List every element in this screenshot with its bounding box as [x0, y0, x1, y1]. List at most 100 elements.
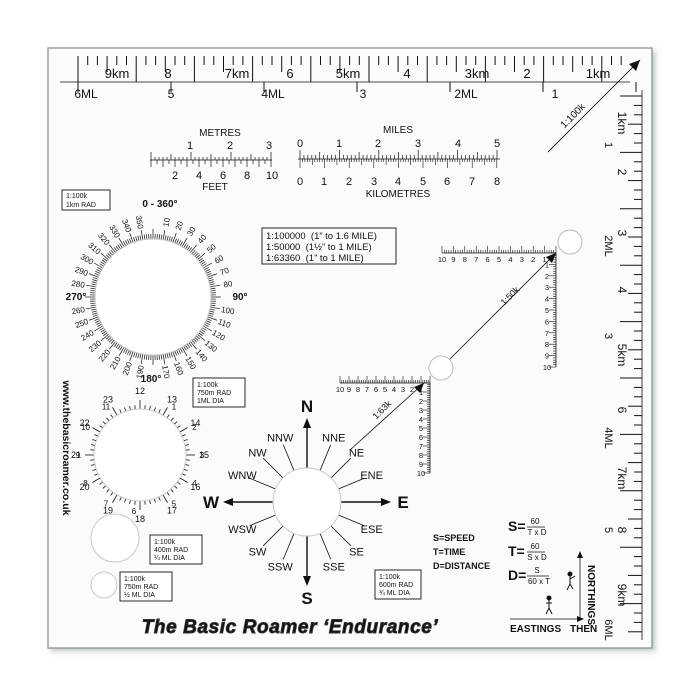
- protractor-tick: [193, 338, 198, 343]
- feet-tick: 6: [220, 170, 226, 182]
- romer-h-label: 10: [438, 255, 446, 264]
- compass-ray: [330, 525, 352, 547]
- miles-tick: 5: [494, 138, 500, 150]
- compass-cutout: [272, 467, 342, 537]
- clock-tick: [91, 464, 96, 466]
- protractor-tick: [210, 304, 216, 307]
- small-circle-1-line: 1:100k: [154, 539, 176, 546]
- brand-title: The Basic Roamer ‘Endurance’: [142, 617, 439, 638]
- clock-ticks: [85, 400, 195, 510]
- protractor-tick: [209, 283, 215, 286]
- protractor-tick: [176, 239, 179, 245]
- protractor-tick: [181, 347, 188, 357]
- top-ml-label: 4ML: [261, 87, 285, 101]
- km-tick: 3: [371, 176, 377, 188]
- protractor-tick: [193, 251, 198, 256]
- protractor-tick: [100, 261, 106, 265]
- protractor-tick: [204, 323, 209, 327]
- protractor-tick: [203, 262, 213, 269]
- small-circle-2: 1:100k 750m RAD ½ ML DIA: [90, 571, 173, 602]
- protractor-tick: [174, 350, 177, 356]
- protractor-degree-label: 250: [74, 317, 90, 330]
- clock-tick: [92, 427, 101, 433]
- compass-point-label: ENE: [360, 470, 383, 482]
- protractor-box-line: 1:100k: [66, 193, 88, 200]
- protractor-tick: [168, 236, 171, 242]
- miles-tick: 2: [375, 138, 381, 150]
- romer-v-label: 6: [419, 433, 423, 442]
- protractor-tick: [135, 352, 138, 358]
- protractor-tick: [162, 229, 166, 240]
- protractor-tick: [129, 238, 132, 244]
- protractor-tick: [172, 232, 177, 243]
- metres-title: METRES: [199, 128, 241, 139]
- clock-tick: [166, 491, 170, 496]
- protractor-tick: [95, 320, 101, 323]
- compass-ray: [249, 514, 276, 527]
- protractor-tick: [166, 353, 169, 359]
- protractor-tick: [160, 234, 163, 240]
- protractor-top-label: 0 - 360°: [142, 199, 177, 210]
- protractor-tick: [146, 234, 148, 240]
- protractor-tick: [202, 327, 207, 331]
- protractor-tick: [195, 335, 201, 340]
- clock-tick: [124, 407, 127, 412]
- romer-v-label: 8: [419, 451, 423, 460]
- protractor-tick: [95, 271, 101, 274]
- protractor-tick: [164, 235, 167, 241]
- clock-outer-label: 23: [103, 395, 113, 405]
- clock-tick: [92, 439, 97, 442]
- clock-tick: [176, 425, 181, 429]
- romer-50k-ticks: [441, 246, 557, 368]
- compass-ray: [319, 444, 332, 471]
- compass-point-label: NW: [248, 448, 267, 460]
- clock-outer-label: 21: [71, 450, 81, 460]
- protractor-tick: [99, 263, 104, 267]
- clock-tick: [102, 421, 107, 425]
- protractor-tick: [113, 247, 118, 252]
- protractor-tick: [188, 247, 193, 252]
- small-circle-1-line: 400m RAD: [154, 547, 188, 554]
- formula-d-top: S: [534, 566, 539, 575]
- romer-h-label: 9: [347, 385, 351, 394]
- clock-inner-label: 1: [172, 403, 177, 412]
- clock-tick: [173, 485, 178, 489]
- protractor-tick: [146, 354, 148, 360]
- protractor-tick: [200, 261, 206, 265]
- compass-point-label: WSW: [228, 524, 257, 536]
- compass-point-label: NE: [349, 448, 364, 460]
- clock-inner-label: 3: [200, 451, 205, 460]
- compass-ray: [319, 533, 332, 560]
- right-km-label: 5km: [615, 344, 629, 367]
- protractor-tick: [202, 263, 207, 267]
- protractor-tick: [119, 243, 123, 248]
- top-ruler: 9km 8 7km 6 5km 4 3km 2 1km 6ML 5 4ML 3 …: [60, 56, 637, 101]
- walker-figure: [545, 595, 553, 615]
- protractor-tick: [94, 273, 100, 276]
- protractor-tick: [168, 352, 171, 358]
- romer-h-label: 1: [543, 255, 547, 264]
- top-ml-label: 3: [360, 87, 367, 101]
- romer-v-label: 1: [419, 388, 423, 397]
- protractor-tick: [91, 281, 97, 284]
- metres-tick: 1: [187, 140, 193, 152]
- clock-outer-label: 16: [190, 482, 200, 492]
- protractor-tick: [129, 350, 132, 356]
- clock-tick: [170, 417, 174, 422]
- protractor-tick: [210, 284, 221, 288]
- legend-line: D=DISTANCE: [433, 561, 490, 571]
- protractor-tick: [178, 240, 181, 246]
- protractor-degree-label: 110: [217, 317, 233, 330]
- protractor-tick: [100, 253, 109, 260]
- protractor-tick: [199, 330, 205, 335]
- protractor-tick: [101, 330, 107, 335]
- protractor-tick: [93, 325, 103, 332]
- clock-tick: [153, 498, 156, 503]
- std-formulas: S= 60 T x D T= 60 S x D D= S 60 x T: [508, 517, 550, 586]
- clock-tick: [94, 434, 99, 437]
- right-ml-label: 4ML: [602, 427, 614, 448]
- km-tick: 5: [420, 176, 426, 188]
